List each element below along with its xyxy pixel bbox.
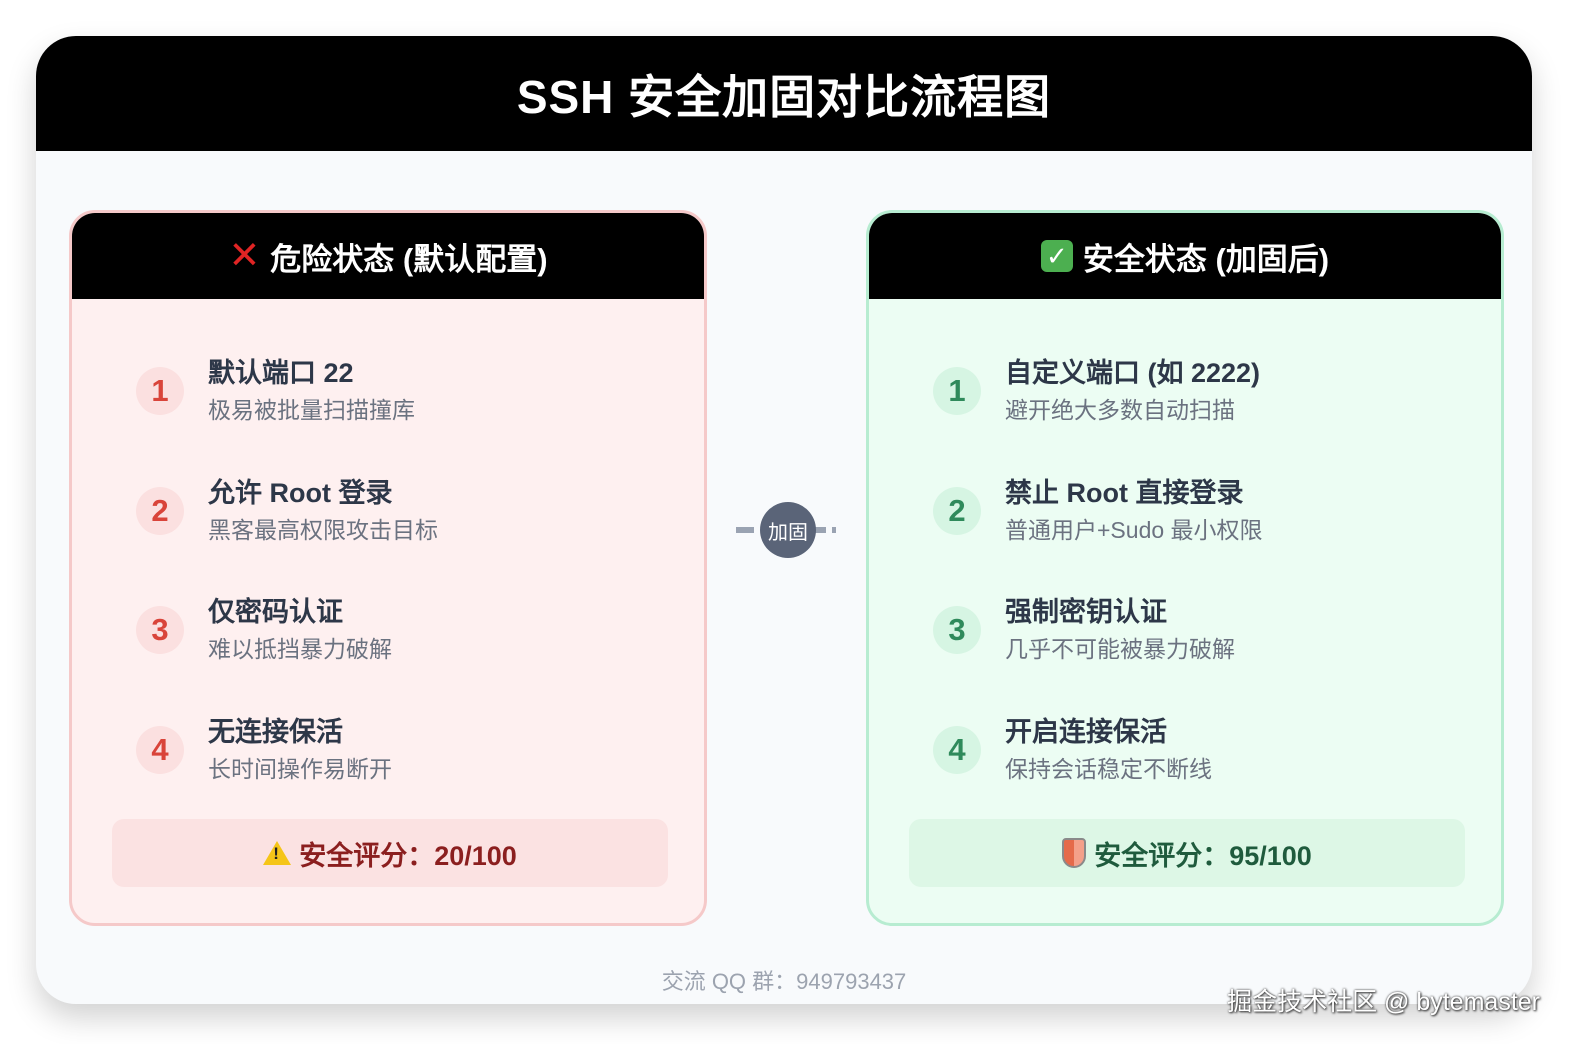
step-title: 自定义端口 (如 2222) <box>1005 358 1261 388</box>
safe-score-box: 安全评分：95/100 <box>909 819 1465 887</box>
step-number: 4 <box>933 726 981 774</box>
footer-qq-group: 交流 QQ 群：949793437 <box>661 969 907 994</box>
harden-connector: 加固 <box>736 502 840 558</box>
step-number: 2 <box>136 487 184 535</box>
danger-panel: ✕ 危险状态 (默认配置) 1 默认端口 22 极易被批量扫描撞库 2 允许 R… <box>69 210 707 926</box>
step-desc: 长时间操作易断开 <box>208 756 392 782</box>
page-title: SSH 安全加固对比流程图 <box>516 70 1052 123</box>
danger-step-3: 3 仅密码认证 难以抵挡暴力破解 <box>136 590 392 670</box>
step-title: 强制密钥认证 <box>1005 597 1167 627</box>
watermark: 掘金技术社区 @ bytemaster <box>1227 988 1540 1016</box>
diagram-card: SSH 安全加固对比流程图 ✕ 危险状态 (默认配置) 1 默认端口 22 极易… <box>36 36 1532 1004</box>
danger-step-1: 1 默认端口 22 极易被批量扫描撞库 <box>136 351 415 431</box>
step-title: 默认端口 22 <box>208 358 354 388</box>
title-bar: SSH 安全加固对比流程图 <box>36 36 1532 151</box>
danger-score-box: 安全评分：20/100 <box>112 819 668 887</box>
connector-dash <box>736 527 754 533</box>
step-number: 2 <box>933 487 981 535</box>
step-title: 禁止 Root 直接登录 <box>1005 478 1244 508</box>
step-number: 3 <box>136 606 184 654</box>
step-title: 开启连接保活 <box>1005 717 1167 747</box>
safe-panel: ✓ 安全状态 (加固后) 1 自定义端口 (如 2222) 避开绝大多数自动扫描… <box>866 210 1504 926</box>
harden-badge: 加固 <box>760 502 816 558</box>
step-number: 4 <box>136 726 184 774</box>
step-title: 仅密码认证 <box>208 597 343 627</box>
step-number: 1 <box>933 367 981 415</box>
warning-icon <box>263 841 292 865</box>
step-desc: 黑客最高权限攻击目标 <box>208 517 438 543</box>
step-desc: 普通用户+Sudo 最小权限 <box>1005 517 1263 543</box>
shield-icon <box>1062 838 1087 868</box>
safe-step-2: 2 禁止 Root 直接登录 普通用户+Sudo 最小权限 <box>933 471 1263 551</box>
connector-dash <box>832 527 836 533</box>
danger-score: 安全评分：20/100 <box>299 840 517 871</box>
step-title: 允许 Root 登录 <box>208 478 393 508</box>
step-number: 3 <box>933 606 981 654</box>
safe-panel-header: ✓ 安全状态 (加固后) <box>869 213 1501 299</box>
danger-step-4: 4 无连接保活 长时间操作易断开 <box>136 710 392 790</box>
step-desc: 避开绝大多数自动扫描 <box>1005 397 1235 423</box>
step-number: 1 <box>136 367 184 415</box>
cross-mark-icon: ✕ <box>228 235 261 277</box>
safe-step-1: 1 自定义端口 (如 2222) 避开绝大多数自动扫描 <box>933 351 1260 431</box>
danger-panel-header: ✕ 危险状态 (默认配置) <box>72 213 704 299</box>
danger-header-label: 危险状态 (默认配置) <box>270 241 548 277</box>
step-desc: 极易被批量扫描撞库 <box>208 397 415 423</box>
step-desc: 几乎不可能被暴力破解 <box>1005 636 1235 662</box>
step-title: 无连接保活 <box>208 717 343 747</box>
step-desc: 难以抵挡暴力破解 <box>208 636 392 662</box>
safe-step-4: 4 开启连接保活 保持会话稳定不断线 <box>933 710 1212 790</box>
connector-dash <box>814 527 826 533</box>
check-mark-icon: ✓ <box>1040 240 1073 272</box>
danger-step-2: 2 允许 Root 登录 黑客最高权限攻击目标 <box>136 471 438 551</box>
safe-header-label: 安全状态 (加固后) <box>1082 241 1330 277</box>
safe-step-3: 3 强制密钥认证 几乎不可能被暴力破解 <box>933 590 1235 670</box>
step-desc: 保持会话稳定不断线 <box>1005 756 1212 782</box>
safe-score: 安全评分：95/100 <box>1094 840 1312 871</box>
